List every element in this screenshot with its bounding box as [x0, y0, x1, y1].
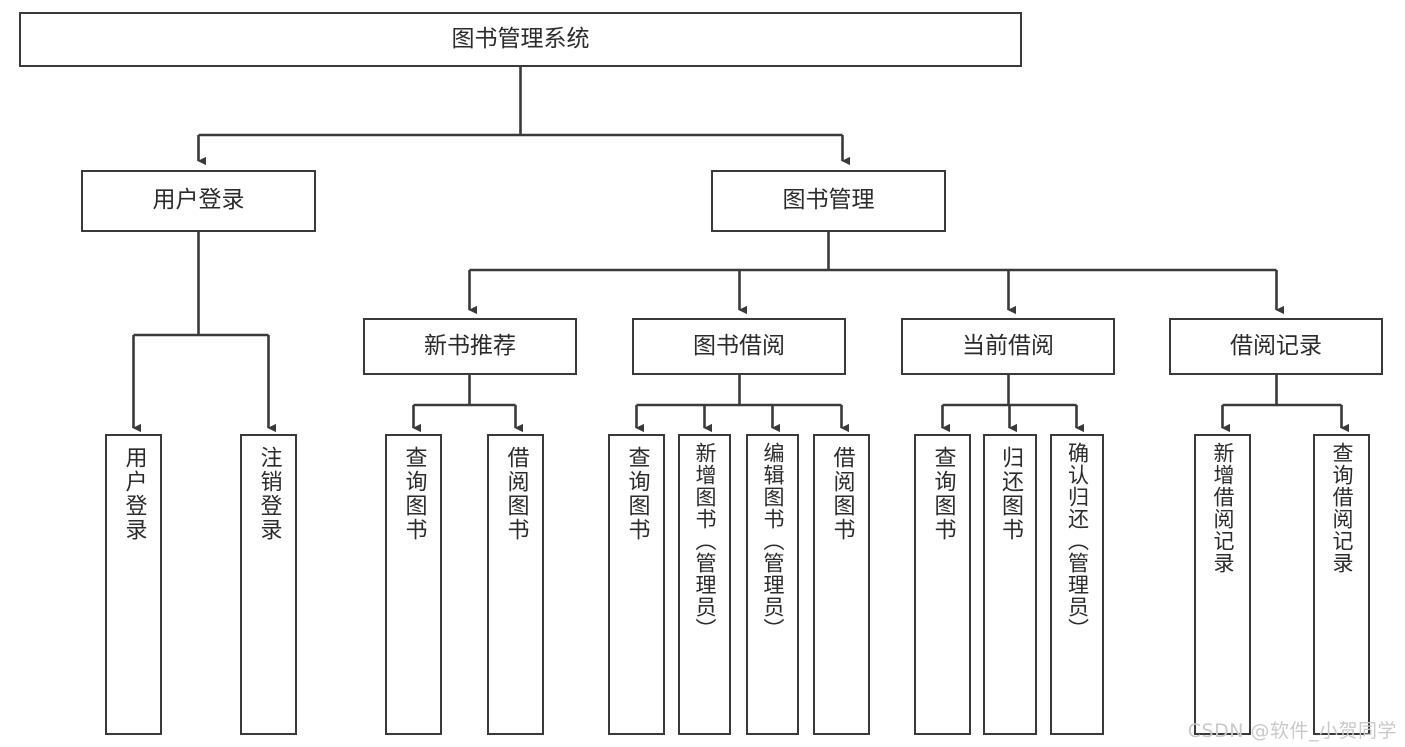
node-book-manage-label: 图书管理	[782, 187, 875, 214]
node-leaf-query-book-2-label: 查询图书	[624, 446, 650, 542]
node-borrow-record[interactable]: 借阅记录	[1169, 318, 1383, 375]
node-leaf-edit-book-admin[interactable]: 编辑图书（管理员）	[746, 434, 799, 735]
node-book-borrow[interactable]: 图书借阅	[632, 318, 846, 375]
node-leaf-query-book-1-label: 查询图书	[401, 446, 427, 542]
node-new-book-recommend[interactable]: 新书推荐	[363, 318, 577, 375]
node-leaf-confirm-return-admin[interactable]: 确认归还（管理员）	[1050, 434, 1104, 735]
node-leaf-query-book-2[interactable]: 查询图书	[608, 434, 665, 735]
node-leaf-confirm-return-admin-label: 确认归还（管理员）	[1065, 442, 1090, 640]
node-leaf-borrow-book-1-label: 借阅图书	[503, 446, 529, 542]
node-root-label: 图书管理系统	[451, 25, 590, 52]
node-leaf-user-login-label: 用户登录	[121, 446, 147, 542]
node-leaf-query-borrow-record[interactable]: 查询借阅记录	[1313, 434, 1370, 735]
node-leaf-borrow-book-2[interactable]: 借阅图书	[813, 434, 870, 735]
node-leaf-user-login[interactable]: 用户登录	[105, 434, 162, 735]
node-leaf-return-book-label: 归还图书	[998, 446, 1023, 542]
node-leaf-query-book-1[interactable]: 查询图书	[385, 434, 442, 735]
node-leaf-logout-login-label: 注销登录	[256, 446, 282, 542]
node-leaf-query-book-3-label: 查询图书	[930, 446, 956, 542]
watermark-text: CSDN @软件_小贺同学	[1187, 720, 1397, 742]
node-borrow-record-label: 借阅记录	[1230, 332, 1322, 359]
node-leaf-borrow-book-2-label: 借阅图书	[829, 446, 855, 542]
node-leaf-add-borrow-record[interactable]: 新增借阅记录	[1194, 434, 1251, 735]
node-user-login[interactable]: 用户登录	[81, 170, 316, 232]
node-book-manage[interactable]: 图书管理	[711, 170, 946, 232]
node-leaf-add-book-admin-label: 新增图书（管理员）	[693, 442, 717, 640]
node-current-borrow[interactable]: 当前借阅	[901, 318, 1115, 375]
node-new-book-recommend-label: 新书推荐	[424, 332, 516, 359]
node-user-login-label: 用户登录	[152, 187, 245, 214]
node-root[interactable]: 图书管理系统	[19, 12, 1022, 67]
node-leaf-query-borrow-record-label: 查询借阅记录	[1330, 442, 1354, 574]
node-leaf-borrow-book-1[interactable]: 借阅图书	[487, 434, 544, 735]
node-leaf-add-borrow-record-label: 新增借阅记录	[1211, 442, 1235, 574]
node-leaf-return-book[interactable]: 归还图书	[983, 434, 1037, 735]
node-leaf-edit-book-admin-label: 编辑图书（管理员）	[761, 442, 785, 640]
node-leaf-add-book-admin[interactable]: 新增图书（管理员）	[678, 434, 731, 735]
node-leaf-logout-login[interactable]: 注销登录	[240, 434, 297, 735]
node-book-borrow-label: 图书借阅	[693, 332, 785, 359]
node-leaf-query-book-3[interactable]: 查询图书	[914, 434, 971, 735]
node-current-borrow-label: 当前借阅	[962, 332, 1054, 359]
